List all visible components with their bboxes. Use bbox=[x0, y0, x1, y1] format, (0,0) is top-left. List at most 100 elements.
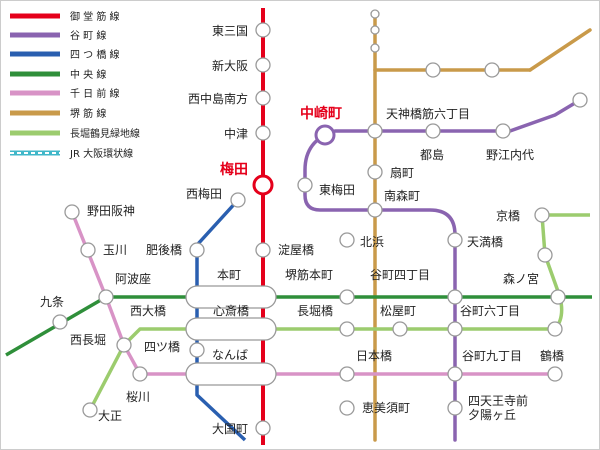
station-label[interactable]: 扇町 bbox=[390, 165, 414, 180]
station-label[interactable]: 四ツ橋 bbox=[144, 340, 180, 354]
station-marker bbox=[537, 247, 553, 263]
station-marker bbox=[495, 123, 511, 139]
station-label-nakazakicho[interactable]: 中崎町 bbox=[300, 105, 342, 122]
station-label[interactable]: 東三国 bbox=[212, 24, 248, 38]
legend-label: 中 央 線 bbox=[70, 68, 106, 81]
station-label[interactable]: 谷町九丁目 bbox=[462, 349, 522, 363]
legend-label: 千 日 前 線 bbox=[70, 87, 120, 100]
station-label[interactable]: 九条 bbox=[40, 295, 64, 309]
station-label[interactable]: 西大橋 bbox=[130, 304, 166, 318]
station-marker bbox=[255, 22, 271, 38]
line-nagahori bbox=[88, 213, 590, 411]
station-label-line-2: 夕陽ヶ丘 bbox=[468, 408, 516, 422]
station-label[interactable]: 天満橋 bbox=[467, 235, 503, 249]
station-marker bbox=[132, 366, 148, 382]
station-marker bbox=[255, 125, 271, 141]
station-label[interactable]: 堺筋本町 bbox=[285, 267, 333, 282]
station-label[interactable]: 大正 bbox=[98, 409, 122, 423]
station-marker bbox=[82, 402, 98, 418]
station-marker bbox=[370, 9, 380, 19]
station-label[interactable]: 西中島南方 bbox=[188, 91, 248, 106]
station-marker bbox=[447, 232, 463, 248]
station-marker bbox=[339, 321, 355, 337]
station-marker bbox=[230, 192, 246, 208]
station-label[interactable]: 新大阪 bbox=[212, 58, 248, 73]
station-label[interactable]: なんば bbox=[212, 348, 248, 362]
station-marker bbox=[255, 90, 271, 106]
station-marker-nakazakicho bbox=[314, 124, 336, 146]
station-label[interactable]: 京橋 bbox=[496, 209, 520, 223]
station-marker bbox=[547, 366, 563, 382]
station-label[interactable]: 玉川 bbox=[103, 243, 127, 257]
station-marker bbox=[98, 289, 114, 305]
station-marker bbox=[52, 314, 68, 330]
station-label[interactable]: 本町 bbox=[217, 268, 241, 282]
legend-label: 御 堂 筋 線 bbox=[70, 10, 120, 23]
station-label[interactable]: 大国町 bbox=[212, 422, 248, 436]
station-label[interactable]: 北浜 bbox=[360, 235, 384, 249]
station-label[interactable]: 西梅田 bbox=[186, 186, 222, 201]
station-label[interactable]: 桜川 bbox=[126, 390, 150, 404]
station-marker bbox=[447, 321, 463, 337]
station-marker bbox=[339, 232, 355, 248]
station-marker bbox=[447, 289, 463, 305]
station-label[interactable]: 肥後橋 bbox=[146, 243, 182, 257]
station-label-shitennoji[interactable]: 四天王寺前 夕陽ヶ丘 bbox=[468, 393, 532, 422]
legend: 御 堂 筋 線 谷 町 線 四 つ 橋 線 中 央 線 千 日 前 線 堺 筋 … bbox=[10, 10, 140, 160]
station-marker bbox=[64, 204, 80, 220]
station-label[interactable]: 都島 bbox=[420, 147, 444, 162]
station-marker bbox=[80, 242, 96, 258]
station-label[interactable]: 野田阪神 bbox=[87, 204, 135, 218]
station-label[interactable]: 野江内代 bbox=[486, 148, 534, 162]
station-label[interactable]: 谷町四丁目 bbox=[370, 268, 430, 282]
station-label[interactable]: 阿波座 bbox=[115, 271, 151, 286]
station-marker bbox=[370, 43, 380, 53]
legend-item-sakaisuji: 堺 筋 線 bbox=[10, 107, 106, 120]
station-label[interactable]: 森ノ宮 bbox=[503, 271, 539, 286]
station-label[interactable]: 中津 bbox=[224, 126, 248, 141]
legend-item-chuo: 中 央 線 bbox=[10, 68, 106, 81]
station-marker bbox=[550, 289, 566, 305]
legend-label: JR 大阪環状線 bbox=[69, 147, 133, 160]
station-label[interactable]: 鶴橋 bbox=[540, 348, 564, 363]
station-label-line-1: 四天王寺前 bbox=[468, 393, 528, 408]
legend-item-tanimachi: 谷 町 線 bbox=[10, 29, 106, 42]
station-labels: 東三国 新大阪 西中島南方 中津 梅田 西梅田 肥後橋 淀屋橋 本町 堺筋本町 … bbox=[40, 24, 564, 436]
legend-item-jr: JR 大阪環状線 bbox=[10, 147, 133, 160]
station-marker-umeda bbox=[252, 174, 274, 196]
station-label[interactable]: 日本橋 bbox=[356, 349, 392, 363]
station-marker bbox=[447, 366, 463, 382]
station-marker bbox=[339, 366, 355, 382]
station-label[interactable]: 恵美須町 bbox=[362, 401, 410, 415]
station-marker bbox=[425, 123, 441, 139]
station-marker bbox=[255, 57, 271, 73]
station-marker bbox=[425, 62, 441, 78]
legend-item-sennichimae: 千 日 前 線 bbox=[10, 87, 120, 100]
station-marker bbox=[116, 337, 132, 353]
station-label[interactable]: 谷町六丁目 bbox=[460, 304, 520, 318]
station-marker bbox=[339, 289, 355, 305]
station-label[interactable]: 南森町 bbox=[384, 188, 420, 203]
station-label[interactable]: 松屋町 bbox=[380, 304, 416, 318]
station-label-umeda[interactable]: 梅田 bbox=[220, 161, 248, 178]
station-markers bbox=[52, 9, 588, 436]
station-marker bbox=[367, 202, 383, 218]
legend-label: 堺 筋 線 bbox=[70, 107, 106, 120]
station-label[interactable]: 淀屋橋 bbox=[278, 243, 314, 257]
station-label[interactable]: 長堀橋 bbox=[297, 303, 333, 318]
station-marker bbox=[392, 321, 408, 337]
transfer-boxes bbox=[185, 285, 277, 386]
station-marker bbox=[534, 207, 550, 223]
station-label[interactable]: 東梅田 bbox=[319, 182, 355, 197]
station-marker bbox=[367, 164, 383, 180]
station-label[interactable]: 心斎橋 bbox=[213, 303, 249, 318]
station-marker bbox=[189, 242, 205, 258]
station-label[interactable]: 西長堀 bbox=[70, 332, 106, 347]
station-marker bbox=[297, 177, 313, 193]
station-label[interactable]: 天神橋筋六丁目 bbox=[386, 106, 470, 121]
legend-item-nagahori: 長堀鶴見緑地線 bbox=[10, 127, 140, 140]
station-marker bbox=[255, 420, 271, 436]
legend-label: 四 つ 橋 線 bbox=[70, 48, 120, 61]
